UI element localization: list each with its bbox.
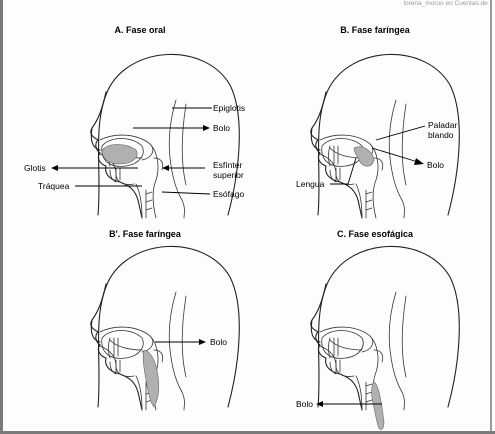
- panel-b-prime: B'. Fase faríngea Bolo: [91, 229, 239, 410]
- label-esfinter-2: superior: [213, 170, 244, 180]
- arrowhead-bolo-c: [316, 401, 323, 407]
- panel-b-prime-title: B'. Fase faríngea: [109, 229, 182, 239]
- label-lengua: Lengua: [296, 179, 325, 189]
- panel-b: B. Fase faríngea Paladar blando Bolo Len…: [296, 25, 459, 218]
- label-bolo-c: Bolo: [296, 399, 313, 409]
- label-bolo-b-prime: Bolo: [210, 337, 227, 347]
- arrowhead-bolo-b-prime: [199, 339, 206, 345]
- label-esfinter-1: Esfínter: [213, 160, 242, 170]
- arrowhead-glotis: [51, 165, 58, 171]
- label-paladar-1: Paladar: [428, 120, 457, 130]
- panel-b-title: B. Fase faríngea: [340, 25, 411, 35]
- head-illustration-c: [311, 246, 459, 429]
- label-glotis: Glotis: [24, 163, 46, 173]
- arrow-paladar: [376, 126, 425, 140]
- head-illustration-b-prime: [91, 246, 239, 410]
- label-paladar-2: blando: [428, 130, 454, 140]
- arrow-bolo-b: [372, 148, 418, 162]
- label-esofago: Esófago: [213, 189, 244, 199]
- panel-c: C. Fase esofágica Bolo: [296, 229, 459, 429]
- arrow-esofago: [162, 192, 210, 194]
- label-epiglotis: Epiglotis: [213, 103, 245, 113]
- arrow-lengua-up: [348, 158, 356, 184]
- label-bolo-b: Bolo: [427, 160, 444, 170]
- label-bolo-a: Bolo: [213, 123, 230, 133]
- arrowhead-bolo-a: [203, 125, 210, 131]
- label-traquea: Tráquea: [38, 181, 70, 191]
- panel-a: A. Fase oral Epiglotis Bolo Glotis Esfín…: [24, 25, 245, 218]
- panel-a-title: A. Fase oral: [114, 25, 165, 35]
- panel-c-title: C. Fase esofágica: [337, 229, 414, 239]
- arrowhead-bolo-b: [414, 158, 424, 165]
